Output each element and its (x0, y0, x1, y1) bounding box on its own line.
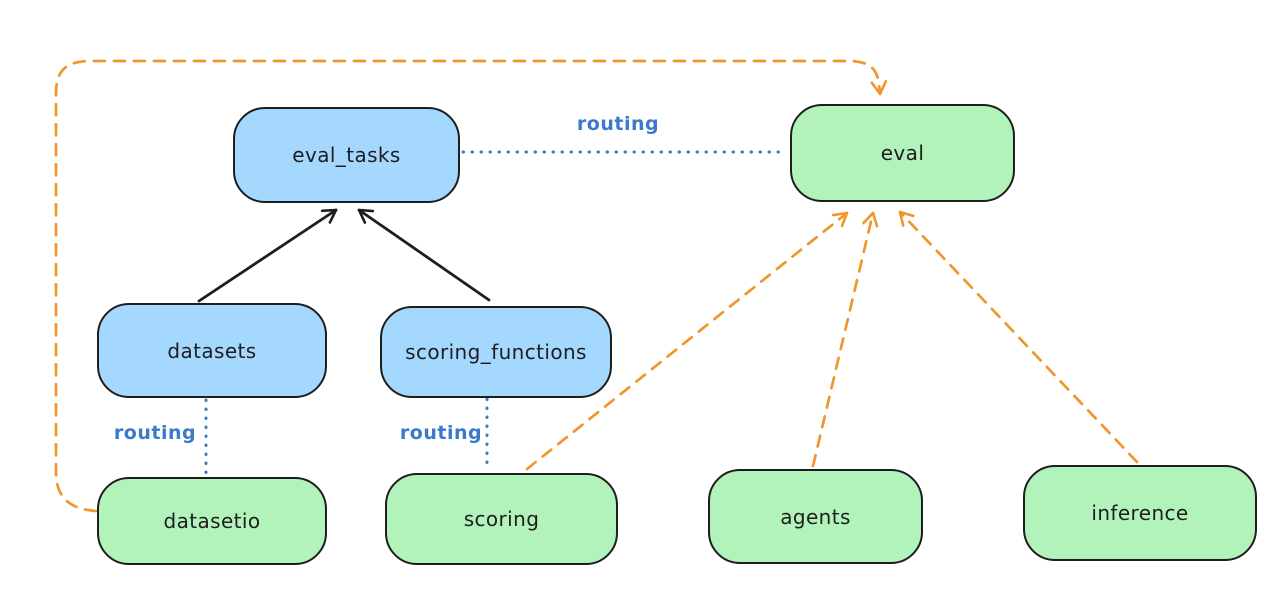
node-datasets-label: datasets (167, 338, 257, 363)
edge-scoring-functions-to-eval-tasks (357, 208, 491, 302)
node-eval-label: eval (880, 141, 925, 165)
node-eval-tasks-label: eval_tasks (292, 143, 401, 167)
node-agents: agents (708, 469, 923, 564)
node-datasetio: datasetio (97, 477, 327, 565)
node-inference: inference (1023, 465, 1257, 561)
node-datasets: datasets (97, 303, 327, 398)
node-datasetio-label: datasetio (163, 509, 261, 533)
edge-agents-to-eval (811, 211, 879, 468)
node-scoring-label: scoring (463, 507, 540, 531)
node-agents-label: agents (780, 504, 851, 529)
node-eval-tasks: eval_tasks (233, 107, 460, 203)
edge-inference-to-eval (898, 210, 1139, 464)
node-inference-label: inference (1091, 501, 1189, 525)
node-eval: eval (790, 104, 1015, 202)
edge-datasets-to-eval-tasks (197, 208, 338, 303)
routing-label-scoring-functions-scoring: routing (399, 422, 483, 444)
routing-label-datasets-datasetio: routing (113, 422, 197, 444)
node-scoring: scoring (385, 473, 618, 565)
node-scoring-functions-label: scoring_functions (405, 340, 587, 364)
node-scoring-functions: scoring_functions (380, 306, 612, 398)
routing-label-eval-tasks-eval: routing (576, 113, 660, 135)
